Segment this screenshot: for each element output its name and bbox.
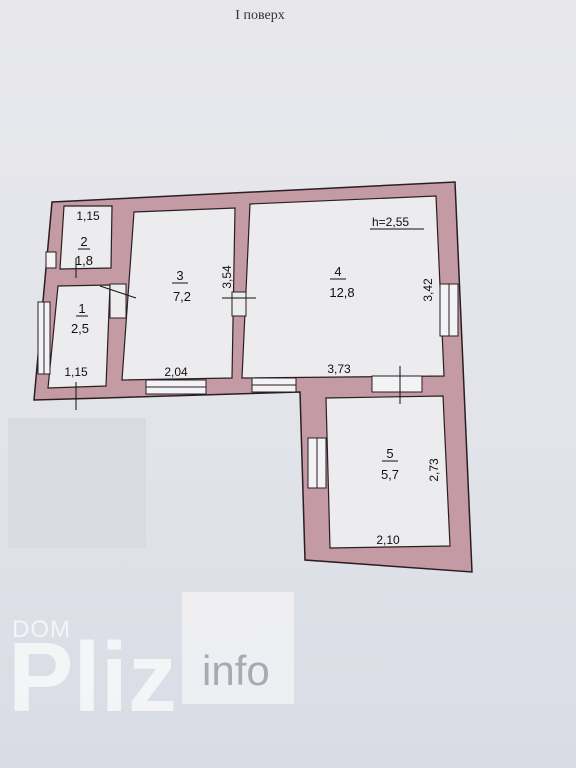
watermark-dom: DOM <box>12 616 71 643</box>
room-1-area <box>47 284 111 389</box>
room-1-number: 1 <box>78 301 85 316</box>
room-2-width-label: 1,15 <box>76 209 100 223</box>
room-3-area <box>121 207 236 381</box>
room-4-area <box>241 195 445 379</box>
dimension-ticks <box>75 258 401 410</box>
room-2-area <box>59 205 113 270</box>
scan-smudge <box>8 418 146 548</box>
room-4-number: 4 <box>334 264 341 279</box>
watermark-pliz: Pliz <box>8 622 177 732</box>
room-5-area-label: 5,7 <box>381 467 399 482</box>
room-5-width-label: 2,10 <box>376 533 400 547</box>
windows <box>37 251 459 489</box>
room-5-depth-label: 2,73 <box>427 458 441 482</box>
room-4-area-label: 12,8 <box>329 285 354 300</box>
room-3-depth-label: 3,54 <box>220 265 234 289</box>
room-3-number: 3 <box>176 268 183 283</box>
room-5-area <box>325 395 451 549</box>
floor-title: I поверх <box>235 8 285 23</box>
room-2-area-label: 1,8 <box>75 253 93 268</box>
room-3-area-label: 7,2 <box>173 289 191 304</box>
room-1-width-label: 1,15 <box>64 365 88 379</box>
watermark-info: info <box>202 647 270 694</box>
room-4-depth-label: 3,42 <box>421 278 435 302</box>
room-5-number: 5 <box>386 446 393 461</box>
room-2-number: 2 <box>80 234 87 249</box>
room-4-width-label: 3,73 <box>327 362 351 376</box>
room-3-width-label: 2,04 <box>164 365 188 379</box>
ceiling-height-label: h=2,55 <box>372 215 409 229</box>
watermark-box <box>182 592 294 704</box>
room-1-area-label: 2,5 <box>71 321 89 336</box>
